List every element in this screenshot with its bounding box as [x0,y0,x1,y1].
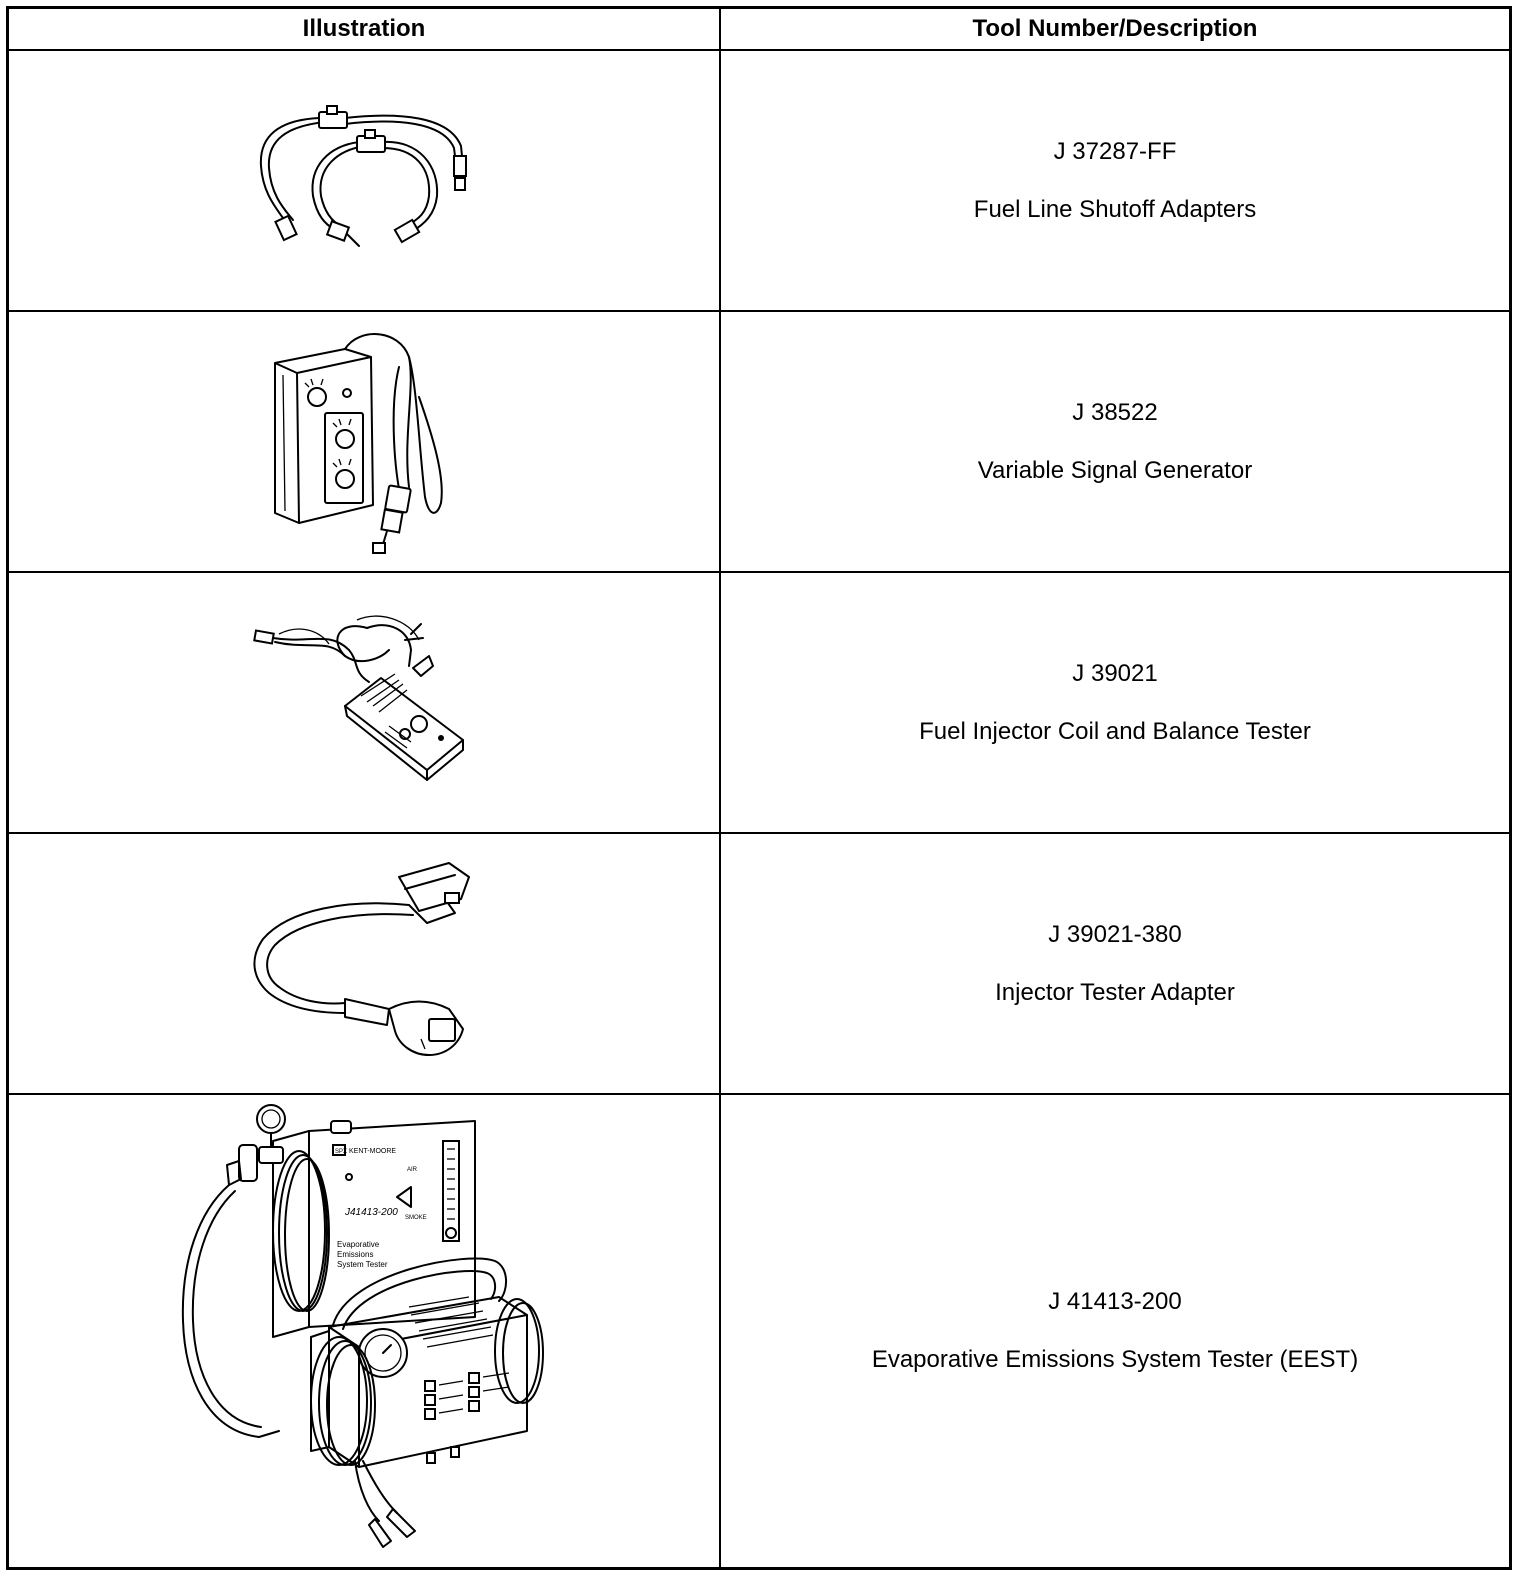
tool-description-cell: J 38522 Variable Signal Generator [721,312,1509,571]
variable-signal-generator-illustration [274,332,443,554]
svg-text:SMOKE: SMOKE [405,1215,427,1221]
tool-description: Fuel Injector Coil and Balance Tester [919,717,1311,745]
tool-description: Evaporative Emissions System Tester (EES… [871,1346,1359,1373]
svg-text:Evaporative: Evaporative [337,1240,380,1249]
special-tools-table: Illustration Tool Number/Description [6,6,1512,1570]
tool-number: J 39021 [1072,659,1158,687]
tool-number: J 38522 [1072,398,1158,426]
table-row: J 39021-380 Injector Tester Adapter [9,834,1509,1095]
tool-description: Injector Tester Adapter [995,978,1235,1006]
table-row: SPX KENT-MOORE AIR SMOKE J41413-200 Evap… [9,1095,1509,1567]
svg-text:SPX: SPX [335,1149,347,1155]
svg-text:Emissions: Emissions [337,1250,373,1259]
illustration-cell [9,573,719,832]
injector-tester-adapter-illustration [253,861,470,1056]
illustration-cell [9,312,719,571]
svg-text:System Tester: System Tester [337,1260,388,1269]
illustration-cell: SPX KENT-MOORE AIR SMOKE J41413-200 Evap… [9,1095,719,1567]
column-divider [719,9,721,1567]
svg-text:AIR: AIR [407,1167,418,1173]
injector-coil-balance-tester-illustration [253,615,464,781]
illustration-cell [9,834,719,1093]
tool-description-cell: J 37287-FF Fuel Line Shutoff Adapters [721,51,1509,310]
svg-text:KENT-MOORE: KENT-MOORE [349,1148,396,1155]
table-header-row: Illustration Tool Number/Description [9,9,1509,51]
tool-number: J 37287-FF [1053,137,1177,165]
svg-text:J41413-200: J41413-200 [344,1207,398,1218]
tool-description-cell: J 41413-200 Evaporative Emissions System… [721,1095,1509,1567]
table-row: J 38522 Variable Signal Generator [9,312,1509,573]
table-row: J 37287-FF Fuel Line Shutoff Adapters [9,51,1509,312]
tool-description-cell: J 39021-380 Injector Tester Adapter [721,834,1509,1093]
fuel-line-shutoff-adapters-illustration [259,104,467,247]
tool-description: Fuel Line Shutoff Adapters [973,195,1257,223]
tool-number: J 41413-200 [1048,1288,1182,1315]
illustration-cell [9,51,719,310]
evap-emissions-system-tester-illustration: SPX KENT-MOORE AIR SMOKE J41413-200 Evap… [181,1104,544,1548]
tool-description: Variable Signal Generator [977,456,1253,484]
tool-number: J 39021-380 [1048,920,1182,948]
header-tool-number-description: Tool Number/Description [972,15,1258,42]
tool-description-cell: J 39021 Fuel Injector Coil and Balance T… [721,573,1509,832]
header-illustration: Illustration [302,15,426,42]
spx-logo [332,1144,346,1156]
table-row: J 39021 Fuel Injector Coil and Balance T… [9,573,1509,834]
